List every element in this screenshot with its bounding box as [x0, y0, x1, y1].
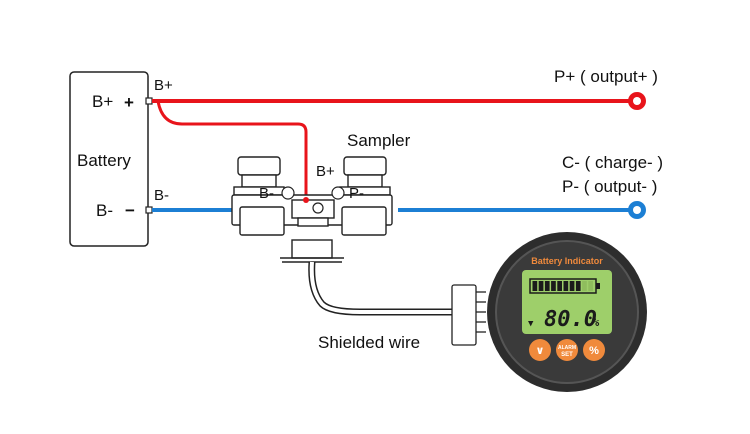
sampler-bminus-label: B- — [259, 185, 274, 202]
battery-positive-label: B+ — [92, 92, 113, 111]
positive-output-label: P+ ( output+ ) — [554, 67, 658, 86]
sampler-sense-point — [303, 197, 309, 203]
battery-negative-terminal — [145, 206, 153, 214]
indicator-battery-segment — [532, 281, 538, 291]
battery-positive-symbol: + — [124, 93, 134, 112]
shielded-wire-core — [309, 261, 452, 314]
indicator-down-button[interactable] — [529, 339, 551, 361]
charge-output-label: C- ( charge- ) — [562, 153, 663, 172]
wire-bplus-label: B+ — [154, 77, 173, 94]
indicator-set-button-top: ALARM — [558, 345, 576, 351]
battery-positive-terminal — [145, 97, 153, 105]
indicator-percent-unit: % — [592, 315, 600, 329]
indicator-battery-segment — [575, 281, 581, 291]
indicator-battery-segment — [588, 281, 593, 291]
negative-output-label: P- ( output- ) — [562, 177, 657, 196]
sampler-pminus-label: P- — [349, 185, 364, 202]
sampler-title: Sampler — [347, 131, 411, 150]
sampler-bplus-screw — [312, 202, 324, 214]
indicator-battery-segment — [563, 281, 569, 291]
indicator-set-button-bottom: SET — [561, 352, 573, 358]
indicator-battery-segment — [551, 281, 556, 291]
sampler-module — [231, 156, 393, 263]
indicator-battery-segments — [532, 281, 593, 291]
indicator-arrow: ▼ — [528, 319, 534, 329]
shielded-wire — [308, 261, 452, 316]
battery-negative-label: B- — [96, 201, 113, 220]
battery-label: Battery — [77, 151, 131, 170]
indicator-percent-button-label: % — [589, 345, 599, 357]
sampler-pminus-screw — [331, 186, 345, 200]
indicator-title: Battery Indicator — [531, 256, 603, 266]
sampler-bplus-label: B+ — [316, 163, 335, 180]
sampler-positive-sense-wire — [156, 100, 308, 200]
indicator-battery-tip — [596, 283, 600, 289]
indicator-set-button[interactable] — [556, 339, 578, 361]
wire-bminus-label: B- — [154, 187, 169, 204]
battery-negative-symbol: − — [125, 201, 135, 220]
indicator-down-button-label: ∨ — [536, 345, 545, 357]
indicator-battery-segment — [544, 281, 550, 291]
indicator-connector — [451, 284, 486, 346]
battery-box — [69, 71, 149, 247]
indicator-percent-button[interactable] — [583, 339, 605, 361]
indicator-battery-segment — [569, 281, 575, 291]
indicator-battery-segment — [582, 281, 587, 291]
indicator-battery-segment — [557, 281, 562, 291]
indicator-battery-segment — [538, 281, 544, 291]
negative-output-terminal-hole — [633, 206, 641, 214]
shielded-wire-label: Shielded wire — [318, 333, 420, 352]
sampler-bminus-screw — [281, 186, 295, 200]
positive-output-terminal-hole — [633, 97, 641, 105]
indicator-percent: 80.0 — [544, 307, 597, 332]
